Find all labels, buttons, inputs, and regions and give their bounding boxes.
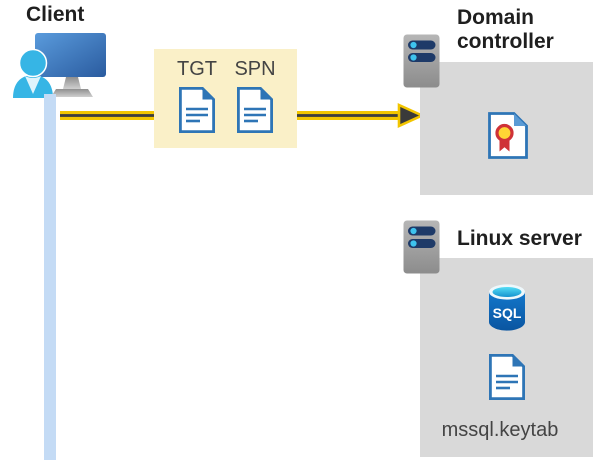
keytab-document-icon [489, 354, 525, 400]
sql-database-icon: SQL [489, 284, 525, 331]
person-head [18, 48, 48, 78]
tgt-label: TGT [177, 58, 217, 80]
sql-label: SQL [493, 305, 522, 321]
person-collar [25, 76, 41, 94]
linux-server-box: SQL mssql.keytab [420, 258, 593, 457]
linux-server-icon [403, 220, 440, 274]
certificate-seal [495, 123, 514, 143]
ticket-box: TGT SPN [154, 49, 297, 148]
monitor-stand-base [51, 89, 93, 97]
domain-controller-server-icon [403, 34, 440, 88]
monitor-icon [35, 33, 106, 77]
linux-server-title: Linux server [457, 227, 582, 250]
client-person-computer-icon [13, 33, 106, 98]
tgt-document-icon [179, 87, 215, 133]
spn-document-icon [237, 87, 273, 133]
arrow-head [397, 102, 426, 129]
keytab-label: mssql.keytab [441, 419, 559, 441]
client-title: Client [26, 3, 85, 26]
spn-label: SPN [234, 58, 276, 80]
certificate-icon [488, 112, 528, 159]
client-connection-line [44, 94, 56, 460]
domain-controller-box [420, 62, 593, 195]
domain-controller-title: Domain controller [457, 6, 554, 53]
monitor-stand-neck [63, 77, 81, 89]
